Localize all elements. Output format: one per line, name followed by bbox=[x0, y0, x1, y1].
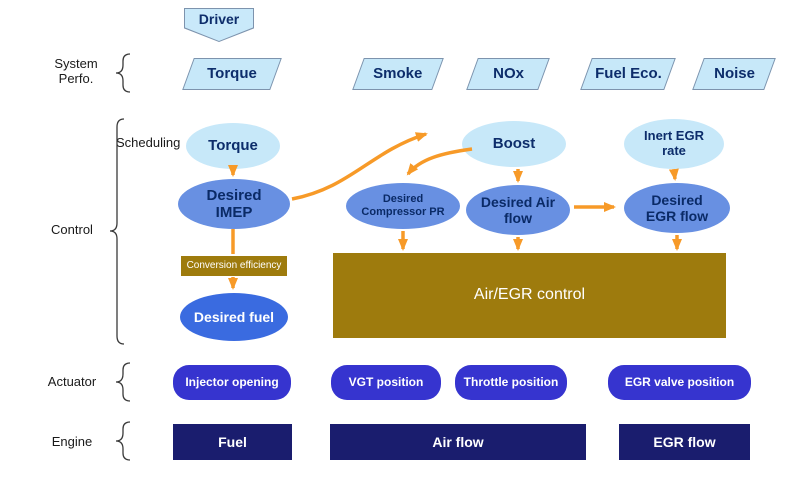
driver-node: Driver bbox=[184, 8, 254, 42]
row-label-system: System bbox=[54, 56, 98, 71]
actuator-node-vgt-position: VGT position bbox=[331, 365, 441, 400]
perfo-node-torque: Torque bbox=[182, 58, 282, 90]
control-node-desired-fuel: Desired fuel bbox=[180, 293, 288, 341]
row-label-engine: Engine bbox=[51, 434, 93, 449]
arrow-inert-egr-to-egr-flow bbox=[668, 168, 679, 181]
actuator-node-throttle-position: Throttle position bbox=[455, 365, 567, 400]
brace-engine bbox=[115, 421, 131, 461]
brace-actuator bbox=[115, 362, 131, 402]
scheduling-node-inert-egr-rate: Inert EGR rate bbox=[624, 119, 724, 169]
engine-node-air-flow: Air flow bbox=[330, 424, 586, 460]
engine-node-fuel: Fuel bbox=[173, 424, 292, 460]
row-label-perfo: Perfo. bbox=[58, 71, 94, 86]
conversion-efficiency-box: Conversion efficiency bbox=[181, 256, 287, 276]
row-label-scheduling: Scheduling bbox=[116, 135, 181, 150]
air-egr-control-box: Air/EGR control bbox=[333, 253, 726, 338]
perfo-node-smoke: Smoke bbox=[352, 58, 444, 90]
scheduling-node-torque: Torque bbox=[186, 123, 280, 169]
driver-label: Driver bbox=[198, 11, 240, 27]
perfo-label-fuel-eco: Fuel Eco. bbox=[594, 65, 662, 83]
perfo-node-nox: NOx bbox=[466, 58, 550, 90]
row-label-control: Control bbox=[51, 222, 93, 237]
brace-system-perfo bbox=[115, 53, 131, 93]
perfo-label-torque: Torque bbox=[207, 65, 257, 83]
perfo-node-fuel-eco: Fuel Eco. bbox=[580, 58, 676, 90]
brace-control bbox=[109, 118, 125, 345]
perfo-label-noise: Noise bbox=[713, 65, 755, 83]
actuator-node-injector-opening: Injector opening bbox=[173, 365, 291, 400]
row-label-system-perfo: System Perfo. bbox=[40, 56, 112, 86]
control-node-desired-imep: Desired IMEP bbox=[178, 179, 290, 229]
actuator-node-egr-valve-position: EGR valve position bbox=[608, 365, 751, 400]
engine-node-egr-flow: EGR flow bbox=[619, 424, 750, 460]
scheduling-node-boost: Boost bbox=[462, 121, 566, 167]
perfo-label-smoke: Smoke bbox=[373, 65, 423, 83]
driver-node-inner: Driver bbox=[185, 9, 253, 41]
perfo-label-nox: NOx bbox=[492, 65, 524, 83]
control-node-desired-air-flow: Desired Air flow bbox=[466, 185, 570, 235]
perfo-node-noise: Noise bbox=[692, 58, 776, 90]
control-node-desired-compressor-pr: Desired Compressor PR bbox=[346, 183, 460, 229]
control-node-desired-egr-flow: Desired EGR flow bbox=[624, 183, 730, 233]
arrow-boost-to-compressor-pr bbox=[406, 147, 473, 176]
row-label-actuator: Actuator bbox=[47, 374, 97, 389]
